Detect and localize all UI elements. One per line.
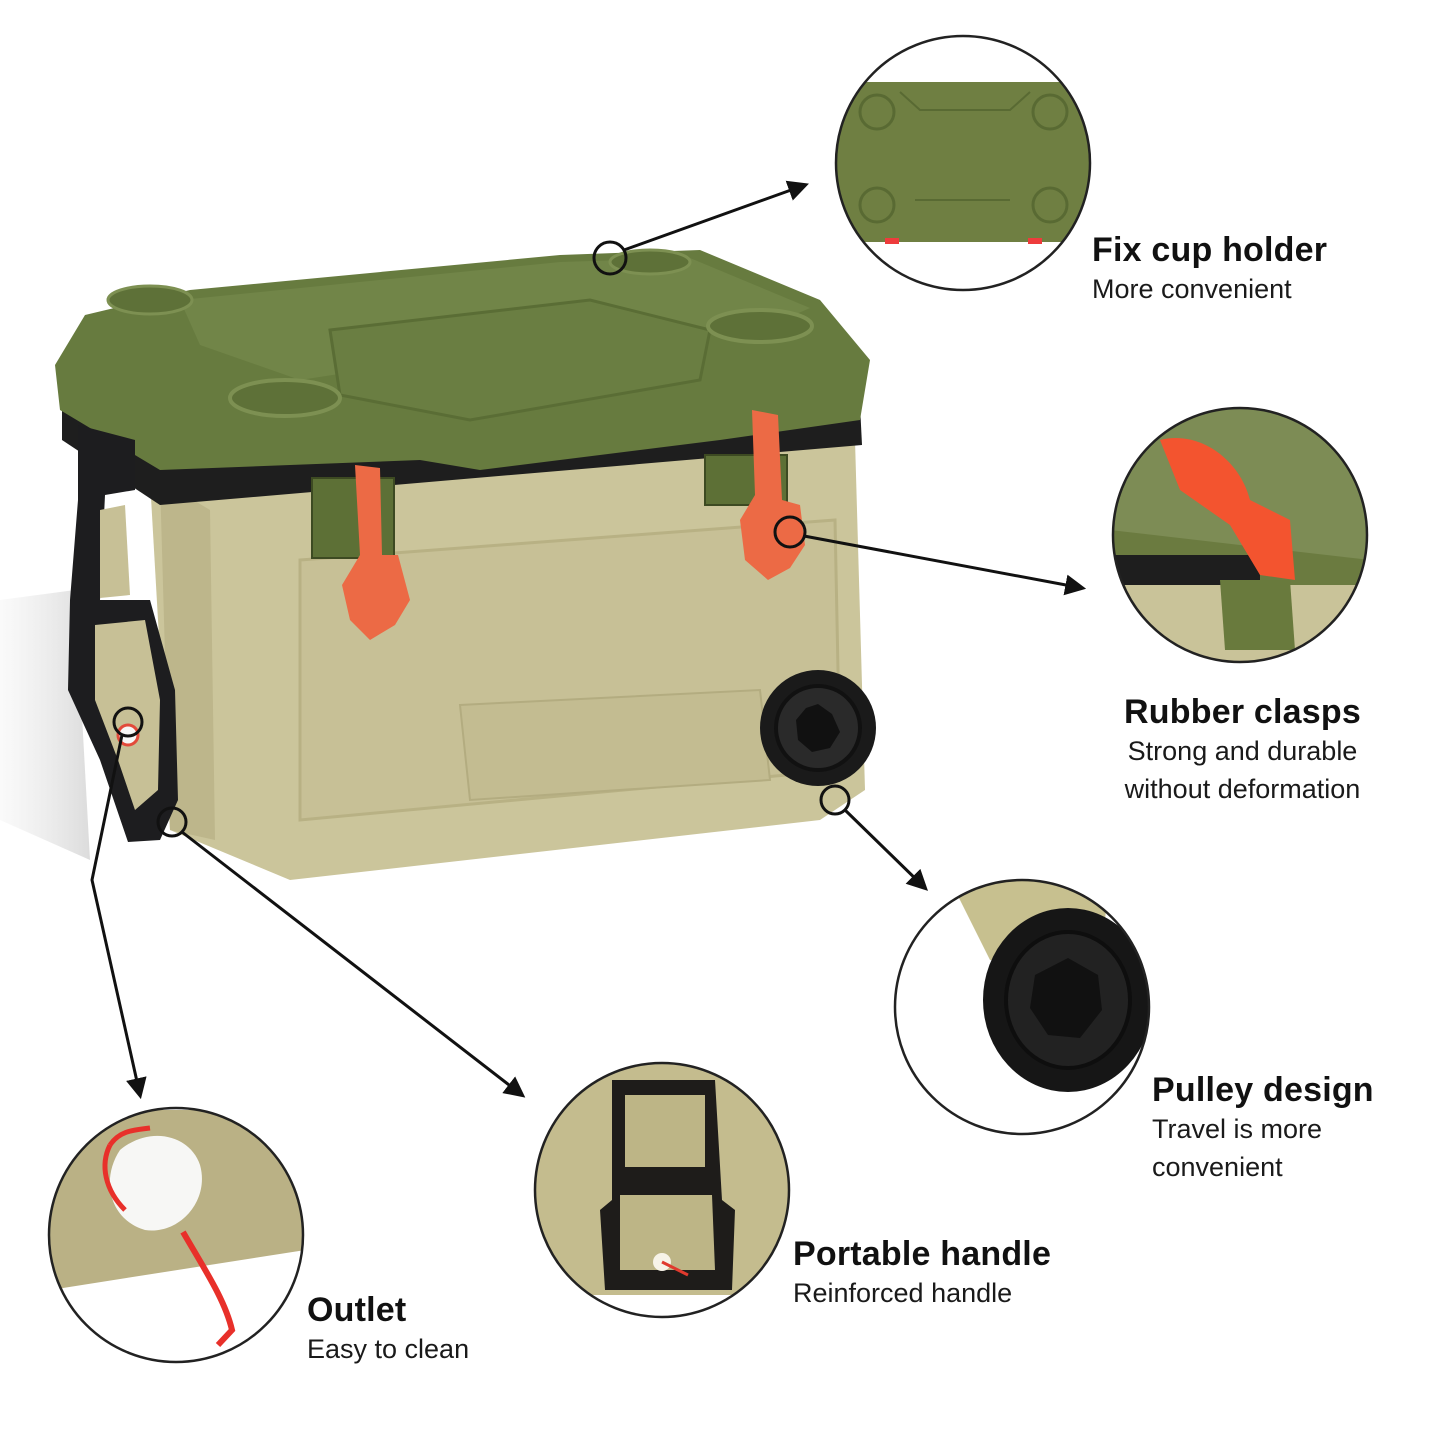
feature-subtitle-line-1: Strong and durable xyxy=(1127,736,1358,766)
feature-label-pulley: Pulley design Travel is more convenient xyxy=(1152,1070,1374,1186)
detail-clasps xyxy=(1111,406,1369,664)
feature-label-cup-holder: Fix cup holder More convenient xyxy=(1092,230,1327,308)
feature-subtitle: Easy to clean xyxy=(307,1334,470,1364)
cup-holder-1 xyxy=(228,378,342,418)
detail-outlet xyxy=(47,1106,305,1364)
clasp-left xyxy=(342,465,410,640)
cup-holder-4 xyxy=(608,248,692,276)
feature-subtitle: More convenient xyxy=(1092,274,1292,304)
floor-shadow xyxy=(0,590,90,860)
arrow-outlet xyxy=(90,734,147,1100)
cooler-main-image xyxy=(55,240,876,880)
feature-subtitle-line-2: without deformation xyxy=(1124,774,1361,804)
cup-holder-2 xyxy=(706,308,814,344)
feature-label-outlet: Outlet Easy to clean xyxy=(307,1290,469,1368)
clasp-right xyxy=(740,410,805,580)
arrow-handle xyxy=(181,830,526,1098)
arrow-clasps xyxy=(803,534,1087,596)
arrow-cup-holder xyxy=(623,180,809,252)
detail-pulley xyxy=(893,878,1151,1136)
feature-title: Pulley design xyxy=(1152,1071,1374,1109)
feature-label-clasps: Rubber clasps Strong and durable without… xyxy=(1090,692,1395,808)
feature-subtitle-line-1: Travel is more xyxy=(1152,1114,1323,1144)
feature-subtitle-line-2: convenient xyxy=(1152,1152,1283,1182)
wheel xyxy=(760,670,876,786)
feature-title: Portable handle xyxy=(793,1235,1052,1273)
feature-title: Rubber clasps xyxy=(1124,693,1361,731)
feature-label-handle: Portable handle Reinforced handle xyxy=(793,1234,1051,1312)
detail-handle xyxy=(533,1061,791,1319)
arrow-pulley xyxy=(843,808,929,891)
feature-subtitle: Reinforced handle xyxy=(793,1278,1013,1308)
detail-cup-holder xyxy=(834,34,1092,292)
cup-holder-3 xyxy=(106,284,194,316)
callout-arrows xyxy=(90,180,1087,1100)
feature-title: Fix cup holder xyxy=(1092,231,1328,269)
feature-title: Outlet xyxy=(307,1291,407,1329)
